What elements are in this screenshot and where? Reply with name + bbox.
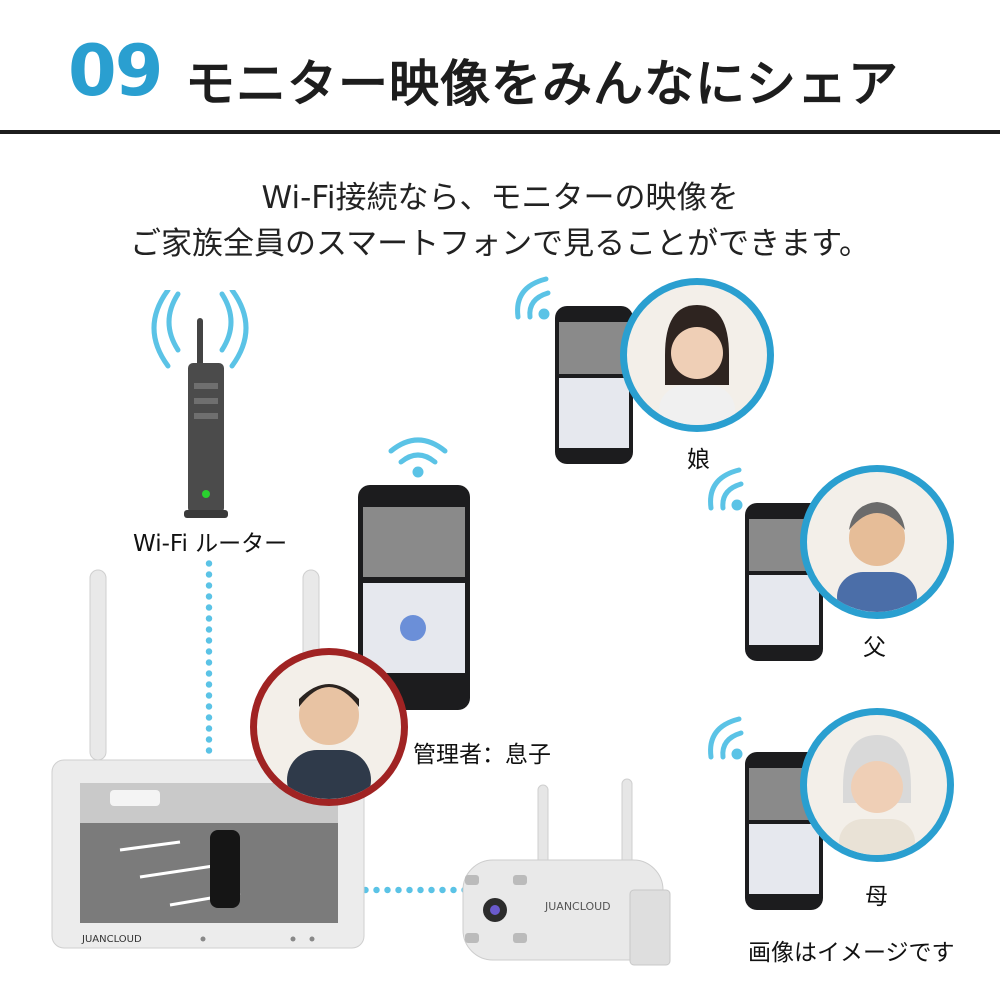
daughter-wifi-icon bbox=[515, 276, 551, 320]
intro-line-2: ご家族全員のスマートフォンで見ることができます。 bbox=[130, 226, 870, 262]
section-title: モニター映像をみんなにシェア bbox=[185, 55, 899, 113]
father-wifi-icon bbox=[708, 467, 744, 511]
father-avatar bbox=[800, 465, 954, 619]
router-monitor-link bbox=[205, 558, 213, 758]
monitor-brand: JUANCLOUD bbox=[81, 934, 142, 945]
intro-line-1: Wi-Fi接続なら、モニターの映像を bbox=[261, 180, 739, 216]
camera-device: JUANCLOUD bbox=[462, 778, 671, 966]
section-number: 09 bbox=[68, 30, 163, 112]
header-divider bbox=[0, 130, 1000, 134]
monitor-camera-link bbox=[360, 886, 465, 894]
father-label: 父 bbox=[863, 635, 886, 661]
router-icon bbox=[184, 318, 228, 518]
image-disclaimer: 画像はイメージです bbox=[748, 940, 955, 966]
router-wifi-icon bbox=[151, 290, 249, 369]
router-label: Wi-Fi ルーター bbox=[133, 531, 288, 557]
mother-label: 母 bbox=[865, 884, 888, 910]
daughter-phone bbox=[555, 306, 633, 464]
mother-wifi-icon bbox=[708, 716, 744, 760]
camera-brand: JUANCLOUD bbox=[544, 900, 611, 913]
daughter-label: 娘 bbox=[687, 447, 710, 473]
son-wifi-icon bbox=[388, 437, 448, 478]
son-label: 管理者：息子 bbox=[413, 742, 551, 768]
daughter-avatar bbox=[620, 278, 774, 432]
mother-avatar bbox=[800, 708, 954, 862]
son-avatar bbox=[250, 648, 408, 806]
